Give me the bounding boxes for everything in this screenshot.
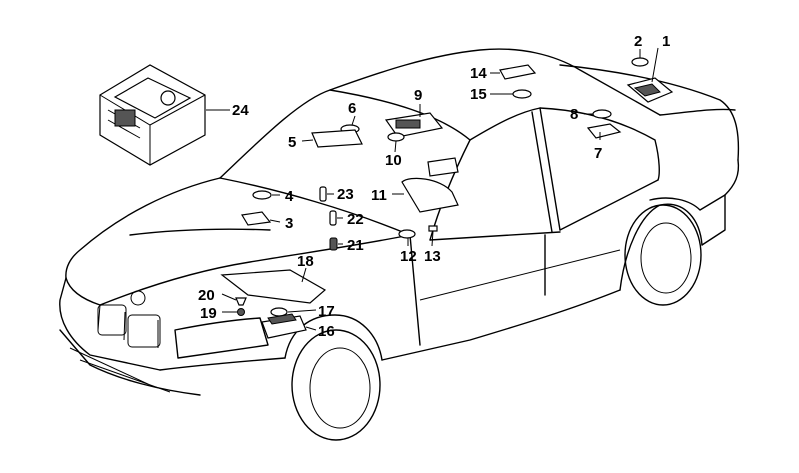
- callout-14: 14: [470, 65, 487, 82]
- part-18-bracket: [220, 269, 327, 304]
- part-20-screw: [235, 297, 247, 306]
- callout-10: 10: [385, 152, 402, 169]
- part-23-bulb: [319, 186, 327, 202]
- part-15-bulb: [512, 89, 532, 99]
- part-21-bulb: [329, 237, 338, 251]
- part-9-center-light: [384, 112, 444, 138]
- part-14-lens: [499, 64, 537, 80]
- callout-3: 3: [285, 215, 293, 232]
- callout-16: 16: [318, 323, 335, 340]
- part-5-lens: [311, 129, 363, 148]
- callout-20: 20: [198, 287, 215, 304]
- part-12-bulb: [398, 229, 416, 239]
- part-13-clip: [428, 225, 438, 232]
- part-22-bulb: [329, 210, 337, 226]
- callout-13: 13: [424, 248, 441, 265]
- part-3-lamp: [241, 211, 272, 226]
- part-24-light-unit-box: [99, 64, 206, 166]
- callout-2: 2: [634, 33, 642, 50]
- callout-21: 21: [347, 237, 364, 254]
- part-1-rear-light: [626, 77, 674, 103]
- callout-8: 8: [570, 106, 578, 123]
- part-19-nut: [237, 308, 245, 316]
- callout-5: 5: [288, 134, 296, 151]
- callout-1: 1: [662, 33, 670, 50]
- callout-numbers: 1 2 3 4 5 6 7 8 9 10 11 12 13 14 15 16 1…: [198, 33, 670, 340]
- callout-12: 12: [400, 248, 417, 265]
- callout-7: 7: [594, 145, 602, 162]
- callout-23: 23: [337, 186, 354, 203]
- part-2-bulb: [631, 57, 649, 67]
- leader-lines: [206, 47, 659, 331]
- callout-15: 15: [470, 86, 487, 103]
- callout-9: 9: [414, 87, 422, 104]
- part-16-trunk-light: [261, 313, 307, 339]
- callout-22: 22: [347, 211, 364, 228]
- part-4-bulb: [252, 190, 272, 200]
- callout-24: 24: [232, 102, 249, 119]
- callout-6: 6: [348, 100, 356, 117]
- callout-19: 19: [200, 305, 217, 322]
- part-8-bulb: [592, 109, 612, 119]
- part-icons: [99, 57, 674, 339]
- car-body-outline: [59, 48, 740, 441]
- callout-17: 17: [318, 303, 335, 320]
- part-11-reading-light: [401, 157, 459, 213]
- callout-18: 18: [297, 253, 314, 270]
- callout-4: 4: [285, 188, 294, 205]
- callout-11: 11: [371, 187, 387, 204]
- part-7-lamp: [586, 123, 622, 139]
- part-10-bulb: [387, 132, 405, 142]
